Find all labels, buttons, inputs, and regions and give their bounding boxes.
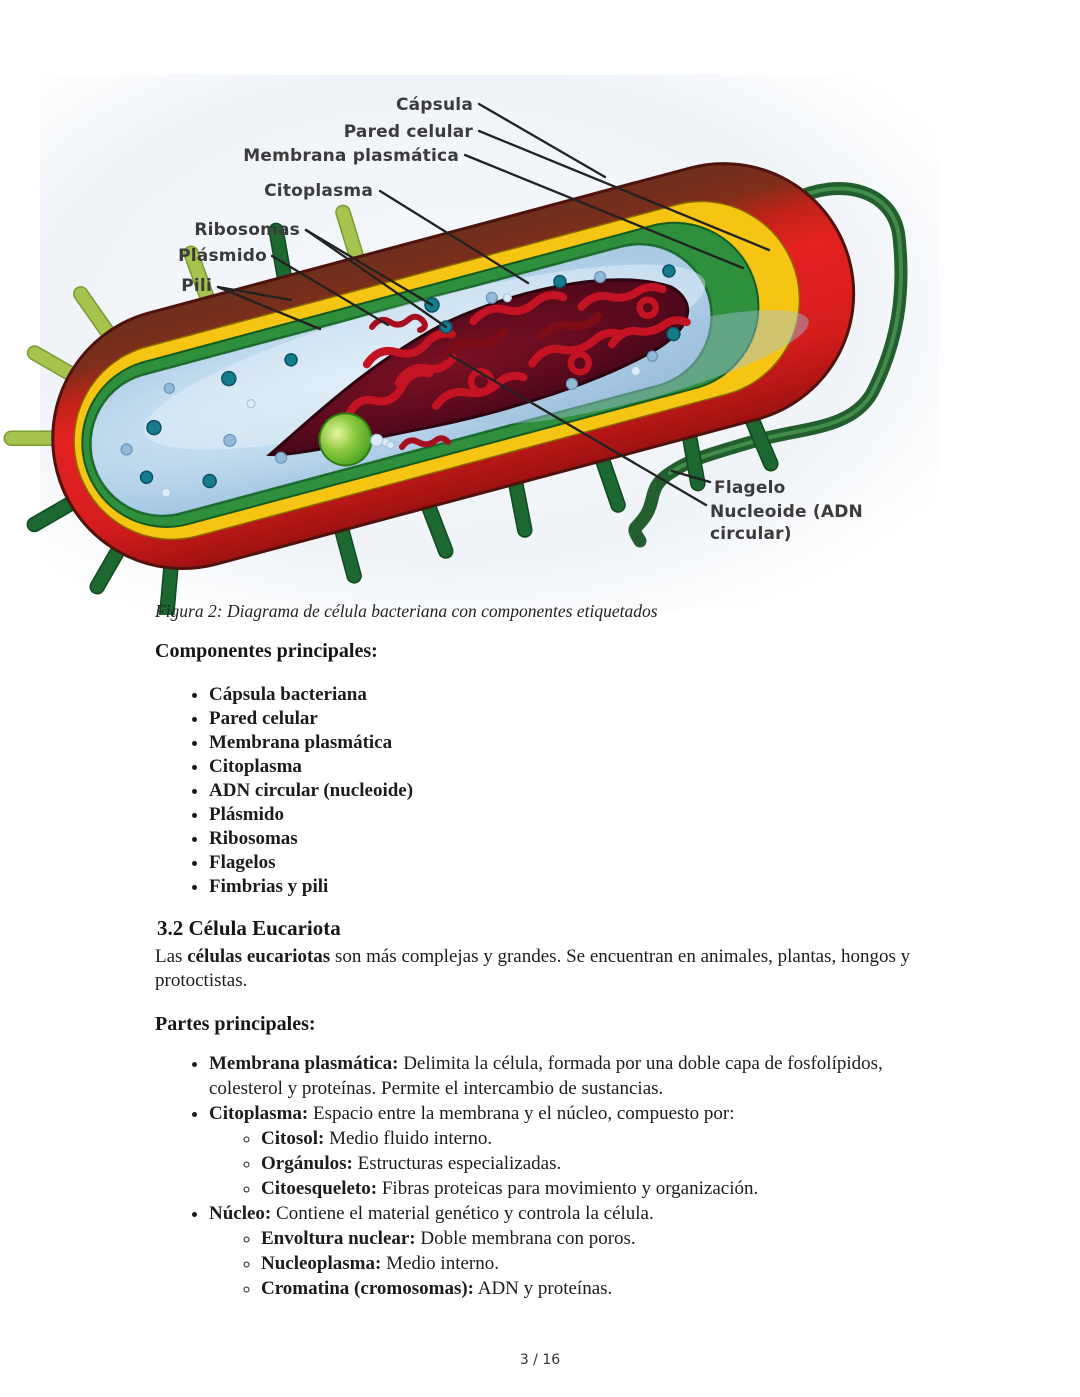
pili-spikes: [3, 204, 779, 615]
componentes-list: Cápsula bacteriana Pared celular Membran…: [155, 683, 413, 899]
list-item: Citosol: Medio fluido interno.: [261, 1126, 903, 1151]
label-pili: Pili: [181, 276, 212, 296]
plasma-membrane-layer: [81, 221, 760, 528]
list-item: Núcleo: Contiene el material genético y …: [209, 1201, 903, 1301]
label-flagelo: Flagelo: [714, 478, 786, 498]
intro-prefix: Las: [155, 946, 188, 967]
term: Cromatina (cromosomas):: [261, 1278, 475, 1299]
page-indicator: 3 / 16: [519, 1352, 561, 1368]
ribosome-dots: [120, 264, 681, 498]
label-plasmido: Plásmido: [178, 246, 267, 266]
label-capsula: Cápsula: [396, 95, 473, 115]
flagellum: [628, 182, 908, 548]
cell-wall-layer: [73, 200, 801, 541]
plasmids: [369, 313, 451, 450]
intro-bold-term: células eucariotas: [187, 946, 331, 967]
list-item: Ribosomas: [209, 827, 413, 851]
desc: ADN y proteínas.: [474, 1278, 613, 1299]
list-item: Envoltura nuclear: Doble membrana con po…: [261, 1226, 903, 1251]
list-item: Orgánulos: Estructuras especializadas.: [261, 1151, 903, 1176]
desc: Espacio entre la membrana y el núcleo, c…: [308, 1103, 735, 1124]
list-item: Cromatina (cromosomas): ADN y proteínas.: [261, 1276, 903, 1301]
term: Membrana plasmática:: [209, 1053, 399, 1074]
list-item: Cápsula bacteriana: [209, 683, 413, 707]
figure-labels: Cápsula Pared celular Membrana plasmátic…: [178, 95, 863, 544]
desc: Delimita la célula, formada por una dobl…: [209, 1053, 883, 1099]
desc: Contiene el material genético y controla…: [271, 1203, 654, 1224]
figure-caption: Figura 2: Diagrama de célula bacteriana …: [155, 601, 658, 621]
heading-celula-eucariota: 3.2 Célula Eucariota: [157, 916, 341, 940]
partes-list: Membrana plasmática: Delimita la célula,…: [155, 1051, 903, 1301]
nucleoid: [266, 278, 691, 457]
list-item: Fimbrias y pili: [209, 875, 413, 899]
list-item: Pared celular: [209, 707, 413, 731]
label-pared-celular: Pared celular: [344, 122, 474, 142]
eucariota-intro-paragraph: Las células eucariotas son más complejas…: [155, 945, 945, 992]
heading-componentes: Componentes principales:: [155, 640, 378, 662]
desc: Estructuras especializadas.: [352, 1153, 562, 1174]
term: Orgánulos:: [261, 1153, 353, 1174]
list-item: ADN circular (nucleoide): [209, 779, 413, 803]
desc: Medio fluido interno.: [324, 1128, 493, 1149]
term: Núcleo:: [209, 1203, 272, 1224]
cytoplasm-region: [89, 242, 713, 518]
desc: Fibras proteicas para movimiento y organ…: [377, 1178, 759, 1199]
list-item: Membrana plasmática: Delimita la célula,…: [209, 1051, 903, 1101]
label-nucleoide-line1: Nucleoide (ADN: [710, 502, 863, 522]
list-item: Plásmido: [209, 803, 413, 827]
figure-background: [40, 75, 940, 610]
desc: Doble membrana con poros.: [415, 1228, 636, 1249]
list-item: Citoplasma: [209, 755, 413, 779]
citoplasma-sublist: Citosol: Medio fluido interno. Orgánulos…: [209, 1126, 903, 1201]
capsule-layer: [51, 162, 856, 571]
list-item: Citoplasma: Espacio entre la membrana y …: [209, 1101, 903, 1201]
ribosome-target-dot: [439, 320, 453, 334]
list-item: Citoesqueleto: Fibras proteicas para mov…: [261, 1176, 903, 1201]
label-nucleoide-line2: circular): [710, 524, 792, 544]
term: Envoltura nuclear:: [261, 1228, 416, 1249]
list-item: Flagelos: [209, 851, 413, 875]
term: Nucleoplasma:: [261, 1253, 382, 1274]
nucleo-sublist: Envoltura nuclear: Doble membrana con po…: [209, 1226, 903, 1301]
desc: Medio interno.: [381, 1253, 500, 1274]
list-item: Nucleoplasma: Medio interno.: [261, 1251, 903, 1276]
leader-lines: [216, 102, 771, 507]
label-ribosomas: Ribosomas: [194, 220, 300, 240]
bacteria-cell-diagram: Cápsula Pared celular Membrana plasmátic…: [3, 75, 940, 615]
term: Citosol:: [261, 1128, 325, 1149]
label-citoplasma: Citoplasma: [264, 181, 373, 201]
ribosome-target-dot: [424, 297, 440, 313]
term: Citoplasma:: [209, 1103, 309, 1124]
list-item: Membrana plasmática: [209, 731, 413, 755]
storage-granule: [318, 412, 395, 467]
cell-body: [3, 162, 856, 615]
intro-suffix: son más complejas y grandes. Se encuentr…: [155, 946, 911, 991]
term: Citoesqueleto:: [261, 1178, 378, 1199]
label-membrana-plasmatica: Membrana plasmática: [243, 146, 459, 166]
heading-partes: Partes principales:: [155, 1013, 316, 1035]
